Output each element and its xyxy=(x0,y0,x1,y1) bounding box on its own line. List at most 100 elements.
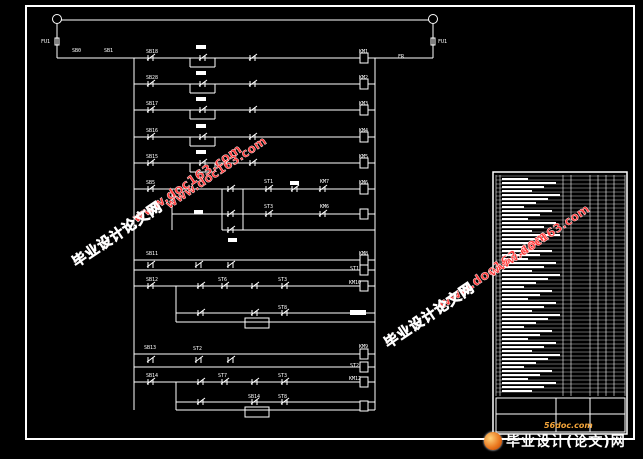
table-entry xyxy=(502,214,540,216)
table-entry xyxy=(502,234,560,236)
st3-contact-blade xyxy=(264,209,274,217)
st1-contact-blade xyxy=(264,184,274,192)
table-entry xyxy=(502,306,544,308)
st6-label: ST6 xyxy=(218,277,227,283)
contact-blade xyxy=(250,377,260,385)
fu-left-label: FU1 xyxy=(41,39,50,45)
table-entry xyxy=(502,194,560,196)
km-coil xyxy=(359,131,369,143)
sb-label: SB15 xyxy=(146,154,158,160)
table-entry xyxy=(502,334,540,336)
contact-blade xyxy=(194,260,204,268)
terminal-left-icon xyxy=(52,14,62,24)
sb11-label: SB11 xyxy=(146,251,158,257)
table-entry xyxy=(502,294,540,296)
title-box xyxy=(495,397,626,433)
sb-label: SB17 xyxy=(146,101,158,107)
table-entry xyxy=(502,206,524,208)
hold-contact-blade xyxy=(198,132,208,140)
st3-label-3: ST3 xyxy=(278,373,287,379)
km6-label-a: KM6 xyxy=(359,180,368,186)
table-entry xyxy=(502,198,548,200)
table-entry xyxy=(502,274,560,276)
table-entry xyxy=(502,298,528,300)
table-entry xyxy=(502,238,548,240)
km10-label: KM10 xyxy=(349,280,361,286)
fu-right-label: FU1 xyxy=(438,39,447,45)
contact-blade xyxy=(226,260,236,268)
table-entry xyxy=(502,354,560,356)
interlock-contact-blade xyxy=(248,53,258,61)
km-label: KM4 xyxy=(359,128,368,134)
km-label: KM5 xyxy=(359,154,368,160)
table-entry xyxy=(502,358,548,360)
km7-contact-blade xyxy=(318,184,328,192)
km-label: KM2 xyxy=(359,75,368,81)
sb-contact-blade xyxy=(146,79,156,87)
fuse-right-icon xyxy=(430,37,436,46)
table-entry xyxy=(502,366,524,368)
table-entry xyxy=(502,218,528,220)
table-entry xyxy=(502,290,552,292)
table-entry xyxy=(502,262,556,264)
km-coil xyxy=(359,104,369,116)
tag xyxy=(196,124,206,128)
sb-contact-blade xyxy=(146,132,156,140)
table-entry xyxy=(502,346,544,348)
km7-label: KM7 xyxy=(320,179,329,185)
table-entry xyxy=(502,266,544,268)
sb13-label: SB13 xyxy=(144,345,156,351)
table-entry xyxy=(502,378,528,380)
km8-label: KM8 xyxy=(359,251,368,257)
km-label: KM1 xyxy=(359,49,368,55)
title-block xyxy=(492,171,628,435)
st7-contact-blade xyxy=(220,377,230,385)
tag xyxy=(350,310,366,315)
contact-blade xyxy=(196,281,206,289)
hold-contact-blade xyxy=(198,53,208,61)
hold-contact-blade xyxy=(198,158,208,166)
sb-label: SB28 xyxy=(146,75,158,81)
interlock-contact-blade xyxy=(248,132,258,140)
sb12-label: SB12 xyxy=(146,277,158,283)
timer-box xyxy=(244,406,270,418)
contact-blade xyxy=(250,281,260,289)
sb14-contact-blade xyxy=(146,377,156,385)
km-coil xyxy=(359,157,369,169)
drawing-border xyxy=(25,5,635,440)
table-entry xyxy=(502,182,556,184)
table-entry xyxy=(502,382,556,384)
tag xyxy=(196,97,206,101)
sb-label: SB16 xyxy=(146,128,158,134)
tag xyxy=(196,45,206,49)
logo-badge: 毕业设计(论文)网 xyxy=(484,428,640,453)
table-entry xyxy=(502,390,532,392)
st8-label-2: ST8 xyxy=(278,394,287,400)
tag xyxy=(196,150,206,154)
table-entry xyxy=(502,322,536,324)
table-entry xyxy=(502,190,532,192)
table-entry xyxy=(502,302,556,304)
table-entry xyxy=(502,226,544,228)
st3-contact-blade xyxy=(280,281,290,289)
st8-contact-blade xyxy=(280,397,290,405)
contact-blade xyxy=(196,397,206,405)
table-entry xyxy=(502,230,532,232)
sb14-label: SB14 xyxy=(146,373,158,379)
st-label: ST1 xyxy=(350,266,359,272)
km6-label-b: KM6 xyxy=(320,204,329,210)
st2-contact-blade xyxy=(194,355,204,363)
km12-label: KM12 xyxy=(349,376,361,382)
table-entry xyxy=(502,330,552,332)
sb14-label-2: SB14 xyxy=(248,394,260,400)
table-entry xyxy=(502,318,548,320)
interlock-contact-blade xyxy=(248,105,258,113)
km-aux-blade xyxy=(226,225,236,233)
sb-contact-blade xyxy=(146,105,156,113)
globe-icon xyxy=(484,431,502,450)
contact-blade xyxy=(196,377,206,385)
table-entry xyxy=(502,370,552,372)
sb1-label: SB1 xyxy=(104,48,113,54)
km-coil xyxy=(359,78,369,90)
km-aux-blade xyxy=(226,209,236,217)
